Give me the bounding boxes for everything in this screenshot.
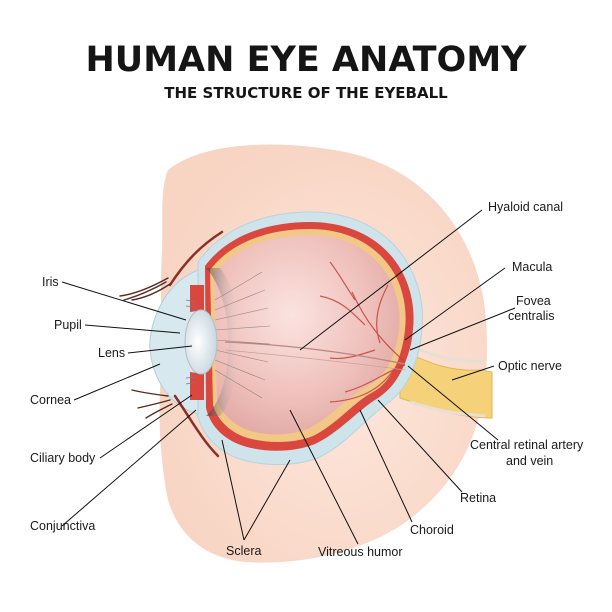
label-choroid: Choroid bbox=[410, 523, 454, 537]
iris bbox=[190, 285, 204, 400]
label-optic-nerve: Optic nerve bbox=[498, 359, 562, 373]
label-ciliary-body: Ciliary body bbox=[30, 451, 96, 465]
label-sclera: Sclera bbox=[226, 544, 261, 558]
hyaloid-canal bbox=[224, 341, 406, 365]
hyaloid-canal-edge bbox=[224, 349, 406, 371]
label-retina: Retina bbox=[460, 491, 496, 505]
lens bbox=[184, 309, 218, 375]
label-vitreous-humor: Vitreous humor bbox=[318, 545, 403, 559]
page-title: HUMAN EYE ANATOMY bbox=[85, 40, 527, 80]
label-central-retinal-artery: Central retinal artery bbox=[470, 438, 584, 452]
label-conjunctiva: Conjunctiva bbox=[30, 519, 95, 533]
ciliary-body bbox=[185, 299, 197, 385]
label-centralis: centralis bbox=[508, 309, 555, 323]
page-subtitle: THE STRUCTURE OF THE EYEBALL bbox=[164, 84, 448, 102]
label-central-retinal-vein: and vein bbox=[506, 454, 553, 468]
iris-shadow bbox=[206, 268, 240, 416]
label-iris: Iris bbox=[42, 275, 59, 289]
retinal-vessels bbox=[319, 261, 406, 403]
leader-lines bbox=[61, 209, 516, 545]
vitreous-humor bbox=[214, 235, 400, 435]
label-fovea: Fovea bbox=[516, 294, 551, 308]
label-macula: Macula bbox=[512, 260, 552, 274]
label-hyaloid-canal: Hyaloid canal bbox=[488, 200, 563, 214]
eyelids bbox=[168, 230, 224, 458]
label-cornea: Cornea bbox=[30, 393, 71, 407]
label-pupil: Pupil bbox=[54, 318, 82, 332]
eyelashes bbox=[119, 277, 173, 419]
label-lens: Lens bbox=[98, 346, 125, 360]
